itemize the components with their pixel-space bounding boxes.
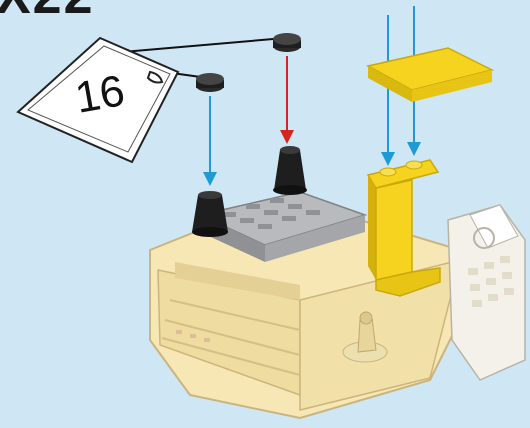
red-arrow [280,56,294,144]
black-cone-left [192,191,228,237]
yellow-bracket-brick [368,160,440,296]
black-round-tile-right [273,33,301,52]
white-control-panel [448,205,525,380]
yellow-tile [368,48,492,102]
blue-arrow-left [203,96,217,186]
black-cone-right [273,146,307,195]
black-round-tile-left [196,73,224,92]
tan-vehicle-base [150,220,470,418]
